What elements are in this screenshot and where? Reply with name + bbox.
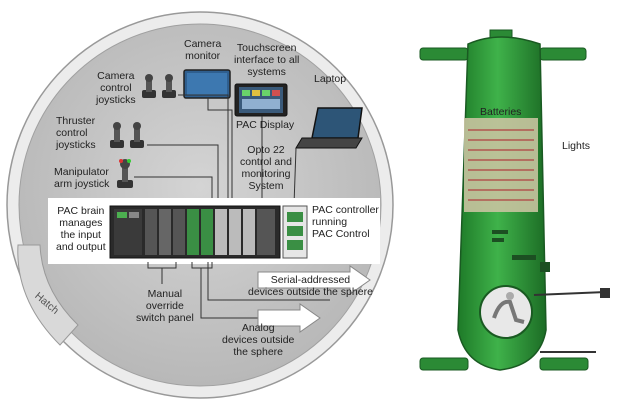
pac-display-label: PAC Display	[236, 119, 295, 131]
manipulator-joystick	[117, 159, 133, 188]
serial-arrow	[257, 265, 371, 295]
analog-arrow	[257, 303, 321, 333]
batteries-label: Batteries	[480, 106, 522, 118]
pac-controller	[282, 205, 308, 259]
pac-display-screen	[234, 83, 288, 117]
submersible	[419, 29, 610, 371]
camera-monitor	[183, 69, 231, 99]
laptop-label: Laptop	[314, 73, 347, 85]
thruster-joysticks	[110, 122, 144, 148]
camera-joysticks	[142, 74, 176, 98]
lights-label: Lights	[562, 140, 591, 152]
pac-rack	[109, 205, 281, 259]
bracket-lines	[147, 262, 330, 319]
leader-lines	[134, 94, 297, 206]
hatch-shape	[17, 244, 79, 346]
laptop-device	[295, 107, 363, 149]
